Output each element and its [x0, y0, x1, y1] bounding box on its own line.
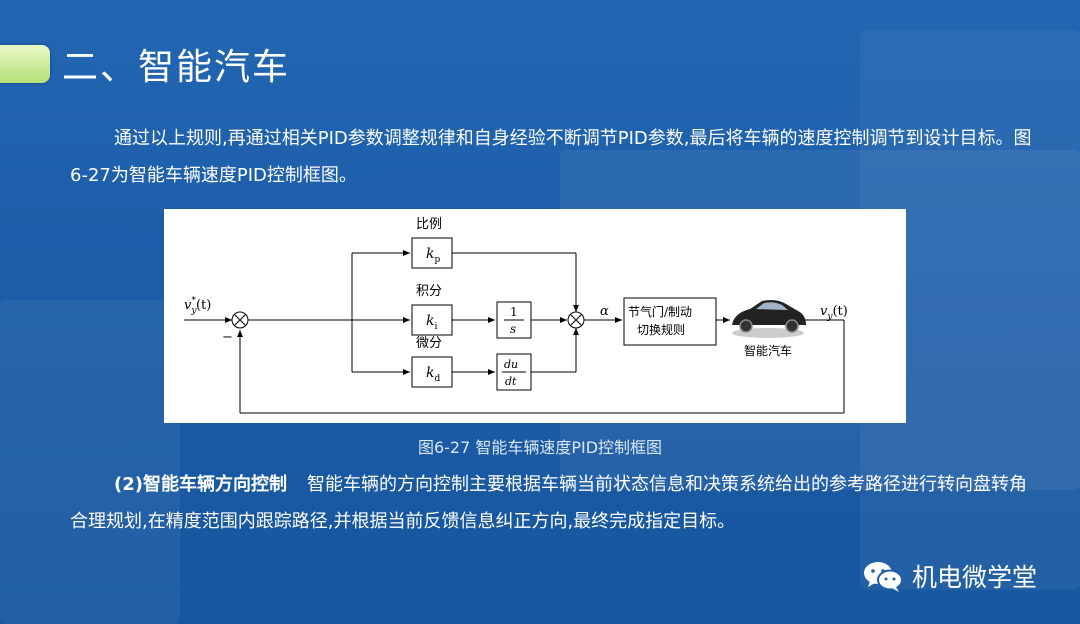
switch-line-1: 节气门/制动 [628, 304, 692, 319]
paragraph-intro-text: 通过以上规则,再通过相关PID参数调整规律和自身经验不断调节PID参数,最后将车… [70, 128, 1032, 186]
integral-gain: ki [426, 313, 437, 332]
differentiator-denominator: dt [505, 375, 517, 388]
throttle-brake-switch-block [623, 297, 717, 346]
wechat-watermark: 机电微学堂 [862, 558, 1037, 594]
title-marker [0, 45, 50, 83]
paragraph-intro: 通过以上规则,再通过相关PID参数调整规律和自身经验不断调节PID参数,最后将车… [70, 120, 1040, 194]
input-label: vy*(t) [184, 296, 211, 316]
background-machine-shape [0, 300, 180, 624]
wechat-account-name: 机电微学堂 [912, 563, 1038, 592]
integrator-numerator: 1 [510, 305, 518, 319]
output-label: vy(t) [820, 304, 848, 322]
minus-sign: − [222, 330, 233, 345]
differentiator-numerator: du [504, 358, 518, 371]
car-icon [732, 300, 806, 338]
pid-diagram-svg: vy*(t) − 比例 kp 积分 ki 1 s 微分 kd du dt α 节… [184, 217, 848, 414]
figure-caption: 图6-27 智能车辆速度PID控制框图 [417, 438, 663, 457]
slide-title: 二、智能汽车 [62, 47, 291, 88]
switch-line-2: 切换规则 [637, 322, 685, 337]
pid-block-diagram: vy*(t) − 比例 kp 积分 ki 1 s 微分 kd du dt α 节… [164, 209, 906, 423]
wechat-icon [864, 562, 903, 592]
integrator-denominator: s [510, 322, 516, 336]
paragraph-direction: (2)智能车辆方向控制智能车辆的方向控制主要根据车辆当前状态信息和决策系统给出的… [70, 466, 1040, 540]
proportional-title: 比例 [416, 217, 442, 232]
proportional-gain: kp [426, 246, 440, 265]
derivative-title: 微分 [416, 336, 442, 351]
paragraph-direction-heading: (2)智能车辆方向控制 [114, 474, 287, 495]
paragraph-direction-text: 智能车辆的方向控制主要根据车辆当前状态信息和决策系统给出的参考路径进行转向盘转角… [70, 474, 1027, 532]
alpha-label: α [600, 304, 609, 319]
integral-title: 积分 [416, 284, 442, 299]
derivative-gain: kd [426, 365, 440, 384]
car-label: 智能汽车 [744, 343, 792, 358]
